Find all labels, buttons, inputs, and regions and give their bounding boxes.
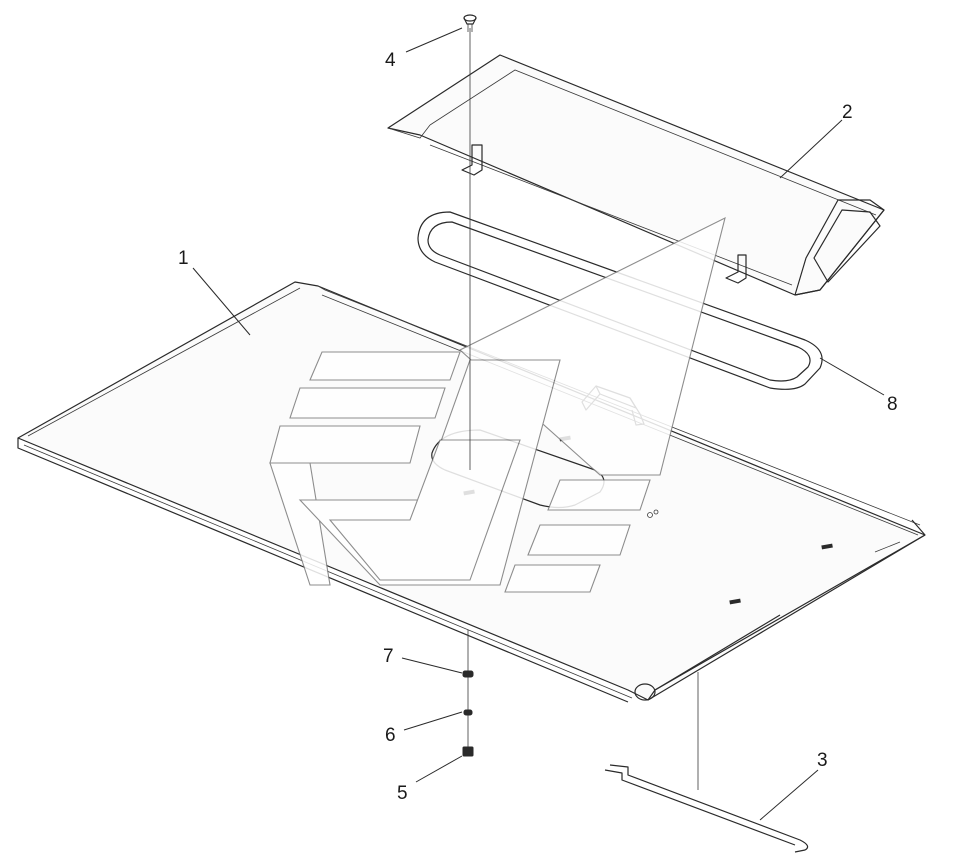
callout-3: 3 — [817, 750, 828, 771]
leader-2 — [779, 119, 843, 179]
leader-lines — [192, 27, 885, 821]
callout-7: 7 — [383, 646, 394, 667]
callout-1: 1 — [178, 248, 189, 269]
leader-7 — [401, 657, 463, 674]
callout-2: 2 — [842, 102, 853, 123]
flat-washer — [462, 670, 474, 678]
callout-labels: 4 2 1 8 7 6 5 3 — [178, 50, 898, 804]
seal-gasket — [417, 211, 823, 390]
callout-5: 5 — [397, 783, 408, 804]
bent-rod — [604, 764, 809, 853]
callout-4: 4 — [385, 50, 396, 71]
air-duct-cover — [387, 54, 885, 296]
nut — [462, 746, 474, 757]
leader-4 — [405, 27, 463, 53]
leader-8 — [819, 357, 885, 396]
leader-5 — [415, 755, 463, 783]
callout-8: 8 — [887, 394, 898, 415]
watermark-logo — [269, 216, 726, 593]
leader-6 — [403, 711, 463, 731]
callout-6: 6 — [385, 725, 396, 746]
lock-washer — [463, 709, 473, 716]
leader-3 — [759, 769, 819, 821]
leader-1 — [192, 267, 251, 336]
fastener-stack — [462, 14, 477, 757]
screw — [463, 14, 477, 32]
